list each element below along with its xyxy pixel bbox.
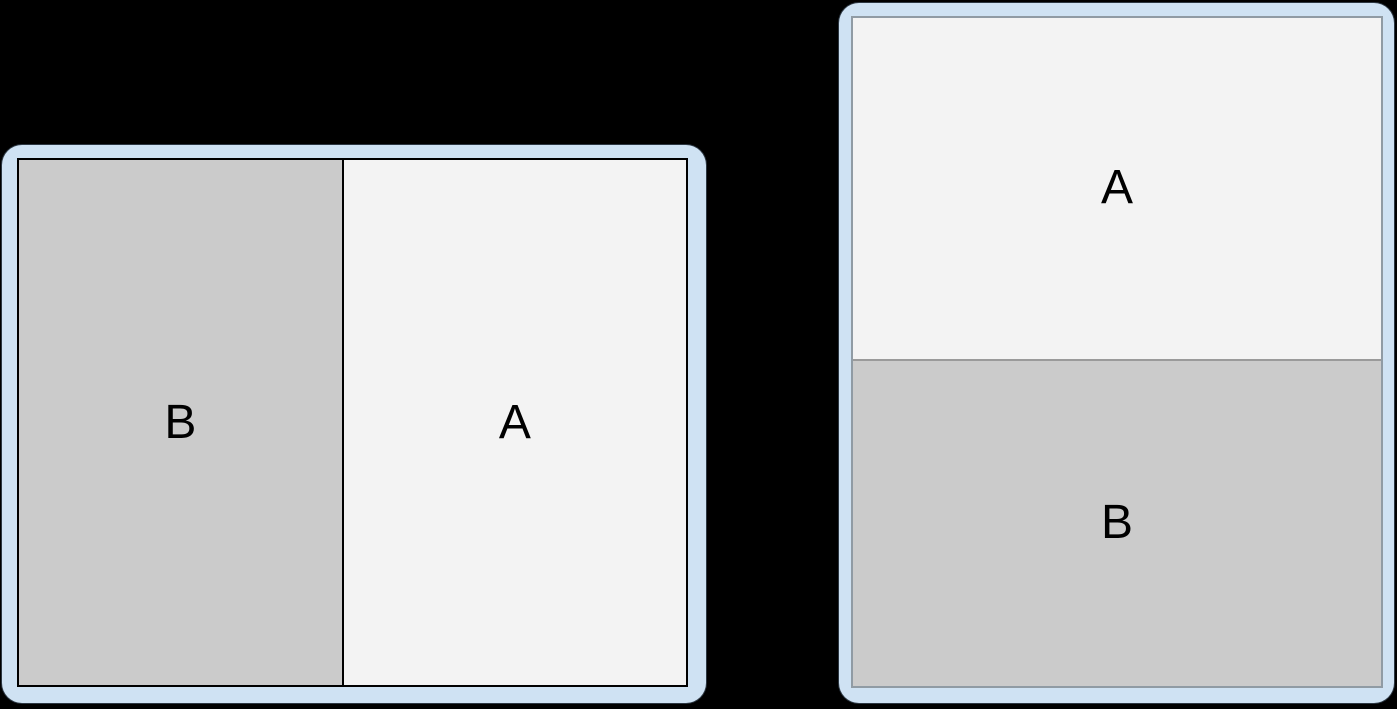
landscape-panel-b: B [19, 160, 344, 685]
portrait-panel-b: B [853, 360, 1381, 686]
portrait-panel-a: A [853, 18, 1381, 361]
panel-b-label: B [1100, 496, 1133, 550]
landscape-device-frame: B A [2, 145, 706, 703]
panel-a-label: A [1100, 161, 1133, 215]
panel-a-label: A [498, 395, 531, 449]
landscape-screen: B A [17, 158, 688, 687]
landscape-panel-a: A [343, 160, 686, 685]
portrait-device-frame: A B [839, 3, 1394, 703]
panel-b-label: B [164, 395, 197, 449]
portrait-screen: A B [851, 16, 1383, 688]
